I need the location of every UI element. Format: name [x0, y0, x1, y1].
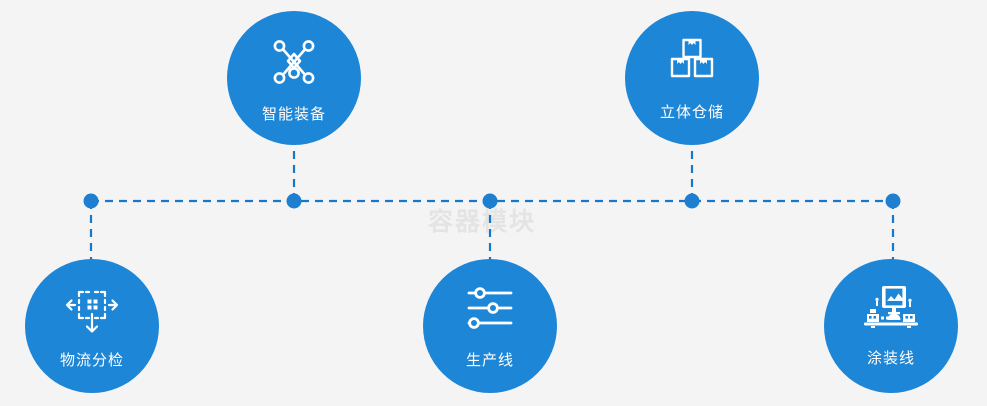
- node-logistics-sorting[interactable]: 物流分检: [25, 259, 159, 393]
- node-label: 立体仓储: [659, 103, 724, 121]
- node-stereoscopic-warehouse[interactable]: 立体仓储: [625, 11, 759, 145]
- node-label: 生产线: [465, 351, 514, 369]
- node-painting-line[interactable]: 涂装线: [824, 259, 958, 393]
- node-label: 智能装备: [261, 105, 326, 123]
- node-intelligent-equipment[interactable]: 智能装备: [227, 11, 361, 145]
- stacked-boxes-icon: [666, 37, 718, 87]
- node-label: 涂装线: [866, 349, 915, 367]
- network-nodes-icon: [268, 37, 320, 89]
- junction-dot-stereoscopic-warehouse[interactable]: [684, 193, 700, 209]
- junction-dot-intelligent-equipment[interactable]: [286, 193, 302, 209]
- watermark-text: 容器模块: [428, 207, 537, 236]
- sliders-icon: [464, 285, 516, 333]
- node-production-line[interactable]: 生产线: [423, 259, 557, 393]
- sorting-arrows-icon: [65, 285, 119, 335]
- factory-monitor-icon: [862, 285, 920, 331]
- node-label: 物流分检: [59, 351, 124, 369]
- junction-dot-logistics-sorting[interactable]: [83, 193, 99, 209]
- junction-dot-production-line[interactable]: [482, 193, 498, 209]
- junction-dot-painting-line[interactable]: [885, 193, 901, 209]
